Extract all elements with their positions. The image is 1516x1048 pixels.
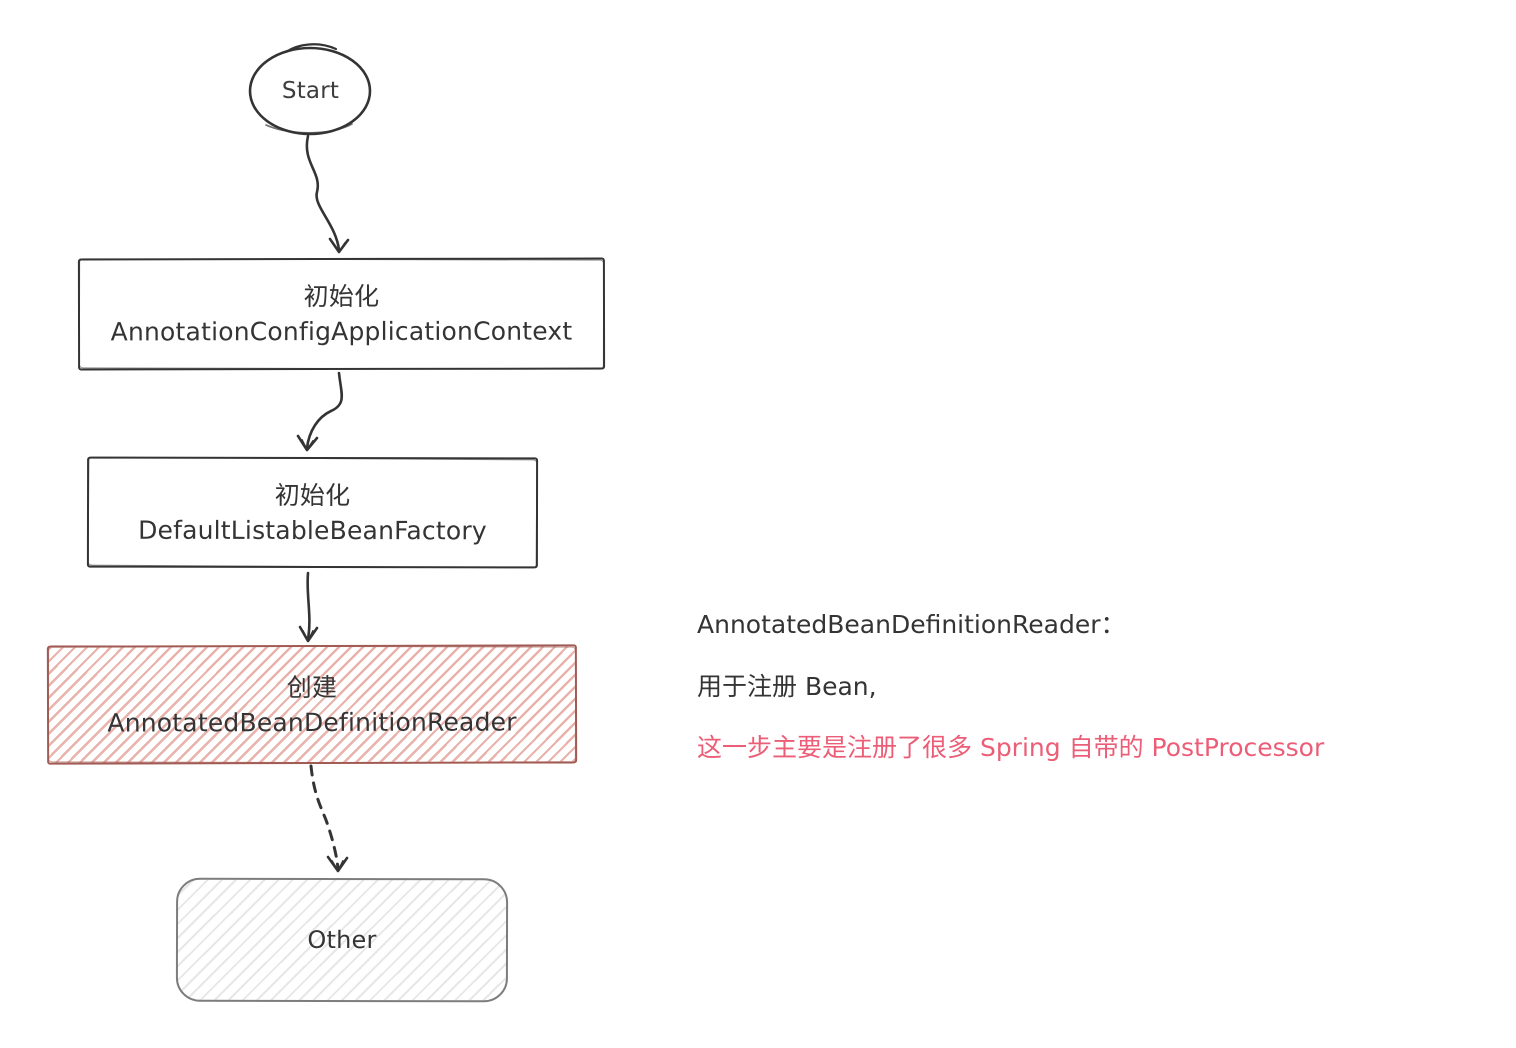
init-factory-node: 初始化 DefaultListableBeanFactory [86,456,539,569]
init-factory-line1: 初始化 [274,480,351,510]
arrow-factory-to-reader [298,571,319,643]
other-node-label: Other [307,925,377,954]
init-factory-line2: DefaultListableBeanFactory [138,515,487,545]
other-node: Other [175,877,509,1003]
init-context-line1: 初始化 [303,281,380,312]
arrow-reader-to-other [309,764,349,873]
arrow-start-to-context [305,134,350,254]
init-context-node: 初始化 AnnotationConfigApplicationContext [77,257,606,371]
start-node-label: Start [281,78,340,104]
start-node: Start [250,48,371,135]
create-reader-line2: AnnotatedBeanDefinitionReader [107,706,517,738]
annotation-title: AnnotatedBeanDefinitionReader： [697,610,1126,639]
annotation-description: 用于注册 Bean, [697,672,877,701]
init-context-line2: AnnotationConfigApplicationContext [110,316,573,347]
annotation-highlight: 这一步主要是注册了很多 Spring 自带的 PostProcessor [697,733,1325,762]
arrow-context-to-factory [296,371,344,452]
create-reader-line1: 创建 [286,672,338,702]
create-reader-node: 创建 AnnotatedBeanDefinitionReader [46,644,578,765]
